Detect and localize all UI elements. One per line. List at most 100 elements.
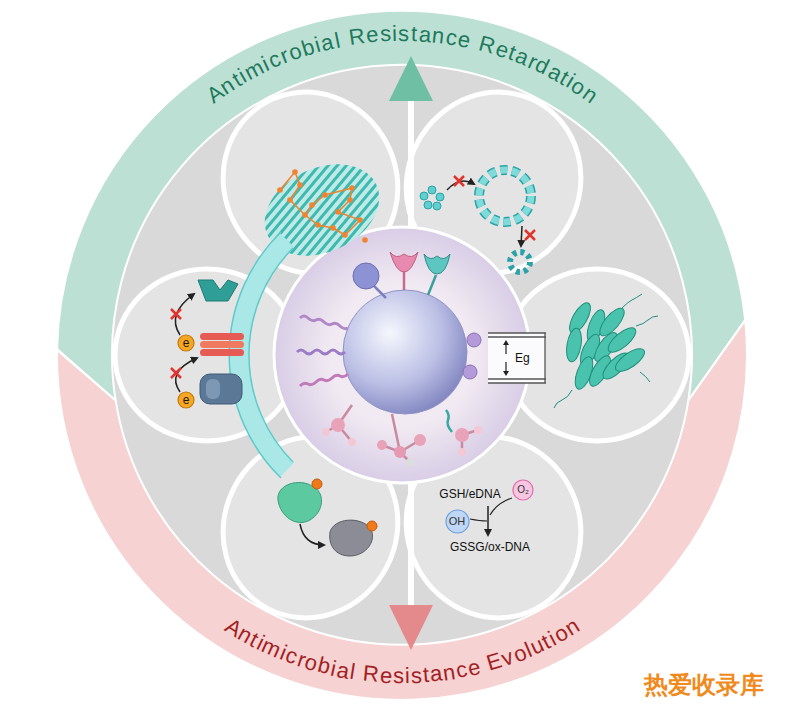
illustration-circle bbox=[342, 232, 348, 238]
arc-letter: a bbox=[429, 661, 444, 688]
complex-rod bbox=[200, 333, 244, 340]
arc-letter: i bbox=[312, 32, 324, 58]
illustration-circle bbox=[428, 186, 436, 194]
lobes bbox=[115, 61, 689, 649]
electron-circle-text: e bbox=[183, 394, 190, 406]
arc-letter: e bbox=[379, 662, 393, 689]
arc-letter bbox=[469, 29, 481, 56]
arc-letter: c bbox=[444, 24, 459, 51]
arc-letter: A bbox=[202, 79, 229, 109]
particle-cluster bbox=[420, 186, 444, 210]
radical-circle: OH bbox=[445, 509, 470, 534]
illustration-ellipse bbox=[612, 345, 648, 376]
arc-letter: n bbox=[560, 613, 584, 642]
arrow bbox=[300, 524, 324, 545]
arc-letter: c bbox=[454, 657, 470, 685]
block-cross bbox=[171, 309, 181, 319]
watermark: 热爱收录库 bbox=[644, 672, 764, 698]
nanoparticle-sphere bbox=[343, 290, 467, 414]
receptor bbox=[198, 280, 238, 301]
complex-rod bbox=[200, 341, 244, 348]
arc-letter: t bbox=[505, 40, 520, 67]
ligand-cup bbox=[424, 254, 450, 274]
atom bbox=[458, 448, 466, 456]
arc-letter: l bbox=[348, 659, 357, 685]
grey-protein bbox=[330, 520, 373, 556]
arc-letter: R bbox=[476, 31, 498, 60]
arc-letter: i bbox=[561, 69, 579, 94]
arc-letter: a bbox=[511, 43, 532, 72]
illustration-circle bbox=[335, 209, 341, 215]
arc-letter: a bbox=[335, 657, 352, 685]
radical-circle-text: OH bbox=[449, 516, 466, 527]
arc-letter: i bbox=[252, 630, 268, 655]
atom bbox=[331, 418, 345, 432]
electron-circle: e bbox=[177, 391, 195, 409]
network-dots bbox=[277, 169, 368, 243]
ligand-ball bbox=[467, 333, 481, 347]
ligand-stick bbox=[446, 410, 452, 432]
atom bbox=[322, 428, 330, 436]
arc-letter: m bbox=[258, 633, 285, 664]
illustration-circle bbox=[302, 212, 308, 218]
block-cross bbox=[454, 176, 464, 186]
circle-shape bbox=[178, 335, 194, 351]
lobe bbox=[115, 269, 299, 441]
band-arrowhead bbox=[389, 605, 433, 650]
arc-letter: t bbox=[538, 629, 555, 655]
atom bbox=[394, 446, 406, 458]
illustration-circle bbox=[287, 197, 293, 203]
arc-letter: i bbox=[405, 663, 410, 689]
arc-letter: A bbox=[220, 613, 246, 643]
ligands-top bbox=[353, 252, 450, 298]
illustration-circle bbox=[433, 202, 441, 210]
arc-letter: s bbox=[379, 21, 391, 48]
arc-letter: o bbox=[285, 38, 305, 67]
arc-letter: a bbox=[418, 21, 432, 48]
oxygen-circle-text: O₂ bbox=[517, 485, 529, 495]
reaction-arrow bbox=[487, 506, 489, 535]
ligands-bottom bbox=[322, 405, 482, 466]
assembly bbox=[420, 170, 535, 272]
circle-shape bbox=[446, 510, 469, 533]
small-ring bbox=[510, 252, 530, 272]
ligand-cup bbox=[390, 252, 418, 272]
block-cross bbox=[525, 230, 535, 240]
band-gap-box: Eg bbox=[488, 330, 546, 386]
arc-letter: b bbox=[298, 34, 317, 62]
orange-dot bbox=[312, 479, 322, 489]
arc-letter: i bbox=[544, 626, 560, 651]
barrel-highlight bbox=[206, 379, 220, 399]
arc-letter: r bbox=[294, 646, 309, 673]
frame-lines bbox=[488, 333, 546, 383]
illustration-circle bbox=[362, 237, 368, 243]
arc-letter: r bbox=[524, 48, 541, 75]
orange-dot bbox=[367, 521, 377, 531]
arc-letter: i bbox=[328, 655, 338, 681]
arc-letter: c bbox=[264, 46, 284, 74]
ligand-ball bbox=[463, 365, 477, 379]
arc-letter: o bbox=[509, 639, 530, 668]
atom bbox=[406, 458, 414, 466]
ring-outline bbox=[479, 170, 531, 222]
arc-letter: i bbox=[392, 21, 397, 47]
illustration-circle bbox=[424, 201, 432, 209]
reaction-input bbox=[470, 519, 487, 521]
frame-fill bbox=[488, 333, 545, 383]
protein-barrel bbox=[200, 374, 242, 404]
arc-letter: o bbox=[566, 73, 591, 101]
arc-letter: t bbox=[246, 627, 263, 653]
band-gap-label: Eg bbox=[515, 352, 530, 364]
arc-letter: e bbox=[492, 36, 512, 65]
arc-letter: e bbox=[456, 26, 473, 54]
strand bbox=[297, 350, 345, 354]
gap-arrowheads bbox=[503, 340, 509, 376]
arc-letter: e bbox=[465, 654, 483, 682]
electron-circle-text: e bbox=[183, 337, 190, 349]
arc-letter: s bbox=[410, 662, 422, 688]
arc-letter: d bbox=[531, 52, 553, 81]
arc-letter: i bbox=[258, 51, 273, 77]
